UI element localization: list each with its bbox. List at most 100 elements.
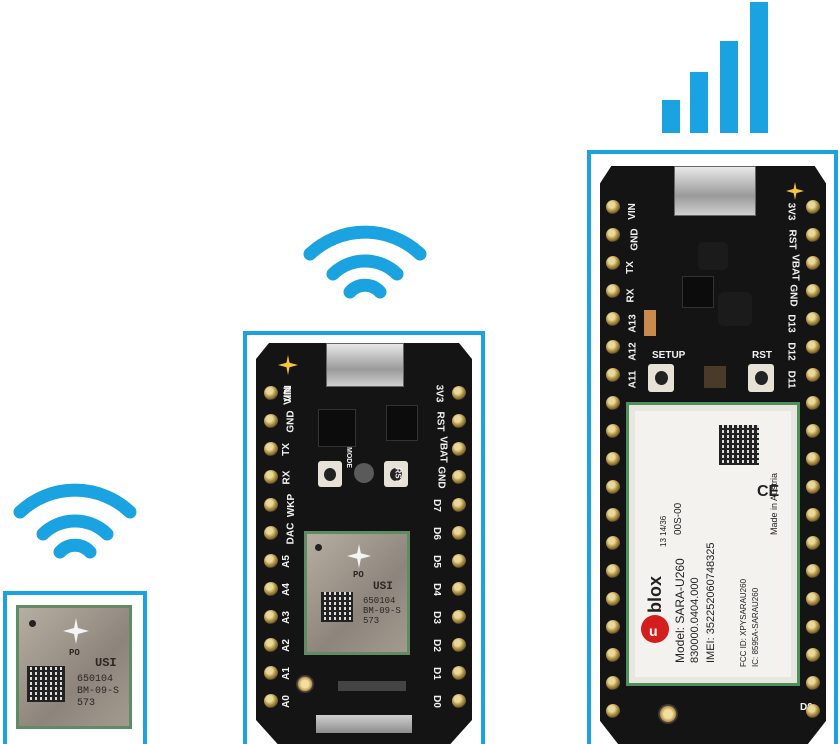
pin-label-rst: RST: [434, 411, 446, 432]
inductor: [718, 292, 752, 326]
mode-button[interactable]: [318, 461, 342, 487]
photon-board: MODE RST PO USI 650104 BM-09-S 573: [256, 343, 472, 744]
model-text: Model: SARA-U260: [673, 558, 687, 663]
wifi-icon: [303, 225, 427, 299]
header-pin: [606, 340, 620, 354]
reset-button[interactable]: [748, 364, 774, 392]
header-pin: [606, 536, 620, 550]
pin-label-d6: D6: [430, 527, 442, 540]
header-pin: [452, 610, 466, 624]
pin-label-d7: D7: [430, 499, 442, 512]
pin-label-vbat: VBAT: [789, 254, 801, 281]
header-pin: [264, 386, 278, 400]
ublox-logo-prefix: u: [649, 623, 658, 639]
wifi-icon: [13, 483, 137, 559]
usb-connector: [674, 166, 756, 216]
wifi-module: PO USI 650104 BM-09-S 573: [304, 531, 410, 655]
qr-code: [27, 666, 65, 702]
reset-button[interactable]: [384, 461, 408, 487]
header-pin: [264, 666, 278, 680]
pin-label-d1: D1: [430, 667, 442, 680]
header-pin: [806, 704, 820, 718]
chip: [386, 405, 418, 441]
bottom-connector: [316, 715, 412, 733]
header-pin: [806, 228, 820, 242]
ce-mark: CE: [757, 483, 780, 500]
reset-button-label: RST: [752, 350, 772, 361]
qr-code: [321, 592, 353, 622]
header-pin: [452, 554, 466, 568]
header-pin: [452, 666, 466, 680]
header-pin: [606, 592, 620, 606]
setup-button[interactable]: [648, 364, 674, 392]
electron-frame: [587, 150, 838, 744]
header-pin: [264, 442, 278, 456]
antenna-connector: [296, 675, 314, 693]
usi-logo: USI: [373, 581, 393, 593]
electron-board: SETUP RST u blox Model: SARA-U260 830000…: [600, 166, 826, 744]
header-pin: [452, 498, 466, 512]
pin-label-gnd: GND: [787, 284, 799, 307]
header-pin: [452, 582, 466, 596]
particle-star-icon: [786, 182, 804, 200]
module-brand: PO: [69, 648, 80, 658]
star-logo-icon: [347, 544, 371, 568]
pin-label-d4: D4: [430, 583, 442, 596]
header-pin: [606, 200, 620, 214]
mode-button-label: MODE: [345, 447, 352, 468]
header-pin: [606, 564, 620, 578]
usi-logo: USI: [95, 656, 117, 670]
header-pin: [606, 508, 620, 522]
imei-text: IMEI: 352252060748325: [705, 542, 717, 664]
module-line-1: 650104: [363, 596, 396, 606]
pin-label-rx: RX: [625, 288, 637, 303]
header-pin: [606, 228, 620, 242]
pin-label-d0: D0: [430, 695, 442, 708]
header-pin: [606, 368, 620, 382]
header-pin: [806, 564, 820, 578]
chip: [682, 276, 714, 308]
photon-left-labels: VIN: [282, 383, 298, 713]
header-pin: [264, 582, 278, 596]
header-pin: [606, 424, 620, 438]
ublox-logo-circle: [641, 615, 669, 643]
setup-button-label: SETUP: [652, 350, 686, 361]
header-pin: [806, 620, 820, 634]
header-pin: [264, 610, 278, 624]
capacitor: [644, 310, 656, 336]
usb-connector: [326, 343, 404, 387]
module-dot: [315, 544, 322, 551]
header-pin: [264, 526, 278, 540]
inductor: [698, 242, 728, 270]
antenna-connector: [658, 704, 678, 724]
header-pin: [806, 284, 820, 298]
header-pin: [452, 414, 466, 428]
header-pin: [806, 648, 820, 662]
header-pin: [264, 498, 278, 512]
pin-label-gnd: GND: [629, 228, 641, 251]
reset-button-label: RST: [393, 467, 403, 484]
header-pin: [806, 508, 820, 522]
header-pin: [806, 592, 820, 606]
header-pin: [806, 676, 820, 690]
header-pin: [806, 396, 820, 410]
header-pin: [806, 480, 820, 494]
pin-label-a12: A12: [627, 342, 639, 361]
particle-star-icon: [278, 355, 298, 375]
module-line-2: BM-09-S: [77, 686, 120, 697]
module-line-2: BM-09-S: [363, 606, 401, 616]
module-line-3: 573: [77, 698, 96, 709]
qr-code: [719, 425, 759, 465]
header-pin: [606, 480, 620, 494]
header-pin: [452, 442, 466, 456]
pin-label-vin: VIN: [282, 386, 294, 405]
pin-label-d2: D2: [430, 639, 442, 652]
pin-label-tx: TX: [624, 261, 636, 274]
cellular-signal-icon: [662, 2, 768, 133]
header-pin: [264, 470, 278, 484]
header-pin: [806, 312, 820, 326]
header-pin: [806, 424, 820, 438]
pin-label-a13: A13: [627, 314, 639, 333]
pin-label-d11: D11: [785, 370, 797, 389]
pin-label-vin: VIN: [626, 203, 638, 220]
